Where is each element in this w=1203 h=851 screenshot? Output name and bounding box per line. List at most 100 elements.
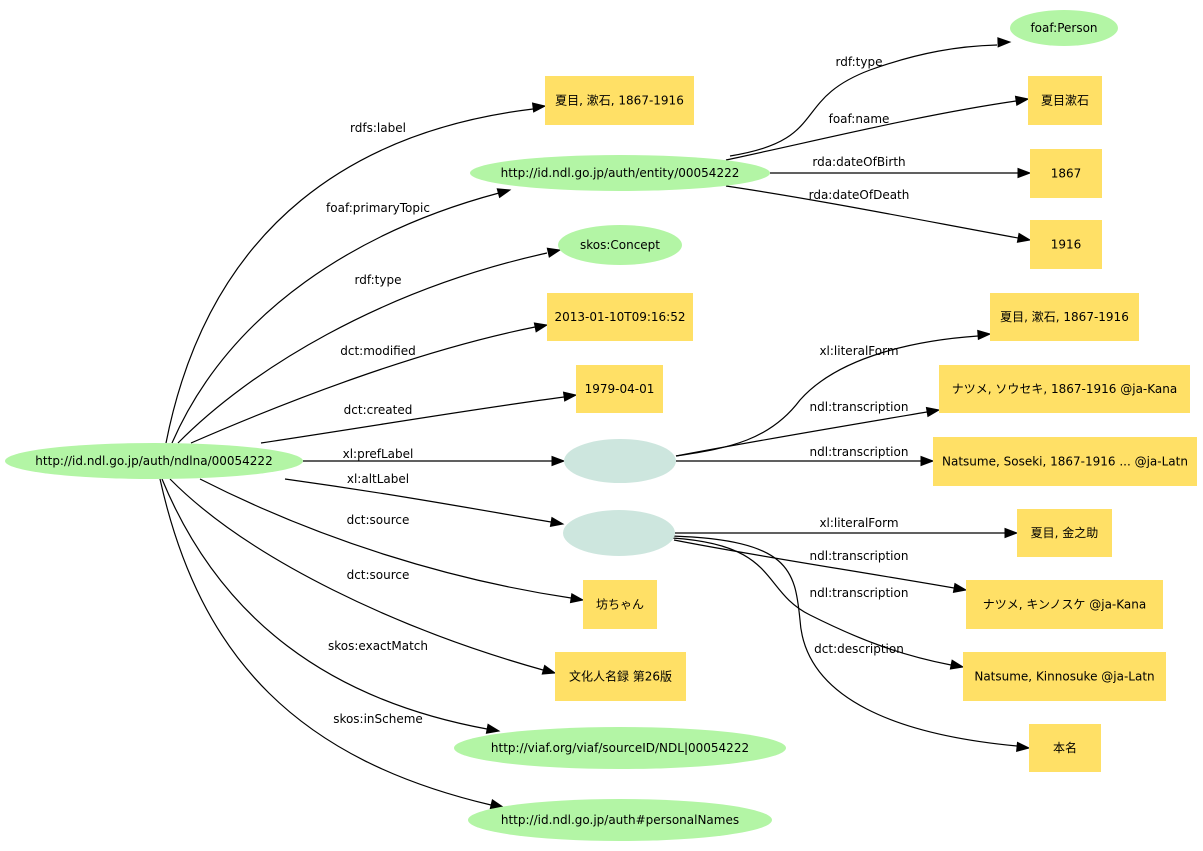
node-label1: 夏目, 漱石, 1867-1916 [545, 76, 694, 125]
arrowhead-icon [1016, 232, 1032, 243]
node-bunka: 文化人名録 第26版 [555, 652, 686, 701]
node-scheme: http://id.ndl.go.jp/auth#personalNames [468, 799, 772, 841]
edge-label: ndl:transcription [810, 445, 909, 459]
edge-line [159, 478, 492, 806]
edge-line [675, 411, 928, 457]
edge-root-to-concept: rdf:type [177, 247, 562, 444]
node-label: http://viaf.org/viaf/sourceID/NDL|000542… [491, 741, 749, 755]
arrowhead-icon [977, 329, 992, 341]
resource-node-shape [5, 443, 303, 479]
edge-pref-to-prefKana: ndl:transcription [675, 400, 941, 457]
edge-line [673, 539, 955, 589]
literal-node-shape [966, 580, 1163, 629]
node-root: http://id.ndl.go.jp/auth/ndlna/00054222 [5, 443, 303, 479]
edge-line [725, 185, 1019, 239]
node-label: 2013-01-10T09:16:52 [555, 310, 686, 324]
node-label: 本名 [1053, 740, 1077, 755]
node-modified: 2013-01-10T09:16:52 [547, 293, 693, 341]
arrowhead-icon [533, 322, 549, 333]
literal-node-shape [547, 293, 693, 341]
edge-alt-to-honmyo: dct:description [671, 535, 1031, 752]
arrowhead-icon [485, 723, 501, 734]
edge-label: foaf:name [829, 112, 890, 126]
edge-root-to-created: dct:created [260, 391, 578, 444]
arrowhead-icon [1016, 741, 1031, 752]
arrowhead-icon [949, 659, 965, 670]
literal-node-shape [1030, 149, 1102, 198]
node-label: 文化人名録 第26版 [569, 669, 672, 684]
nodes-layer: http://id.ndl.go.jp/auth/ndlna/00054222 h… [5, 10, 1197, 841]
node-altLatn: Natsume, Kinnosuke @ja-Latn [963, 652, 1166, 701]
edge-line [671, 537, 952, 666]
arrowhead-icon [1004, 527, 1019, 539]
edge-line [190, 326, 536, 444]
edge-label: rdfs:label [350, 121, 406, 135]
resource-node-shape [470, 155, 770, 191]
literal-node-shape [1030, 220, 1102, 269]
literal-node-shape [1029, 724, 1101, 772]
edges-layer: rdfs:label foaf:primaryTopicrdf:typedct:m… [159, 37, 1032, 810]
node-person: foaf:Person [1010, 10, 1118, 46]
edge-line [165, 108, 534, 444]
node-label: 夏目, 漱石, 1867-1916 [1000, 310, 1129, 324]
edge-label: xl:literalForm [819, 516, 898, 530]
edge-label: dct:source [347, 513, 410, 527]
arrowhead-icon [549, 516, 565, 528]
edge-root-to-bunka: dct:source [169, 478, 557, 675]
node-prefLit: 夏目, 漱石, 1867-1916 [990, 293, 1139, 341]
node-honmyo: 本名 [1029, 724, 1101, 772]
arrowhead-icon [920, 455, 935, 467]
node-pref [564, 439, 676, 483]
arrowhead-icon [551, 455, 566, 467]
node-label: http://id.ndl.go.jp/auth/entity/00054222 [501, 166, 740, 180]
edge-line [199, 478, 572, 599]
resource-node-shape [454, 727, 786, 769]
arrowhead-icon [546, 247, 562, 258]
edge-root-to-viaf: skos:exactMatch [161, 478, 501, 734]
node-label: 夏目, 金之助 [1031, 525, 1099, 540]
arrowhead-icon [569, 592, 585, 604]
arrowhead-icon [541, 664, 557, 675]
edge-line [169, 478, 544, 671]
node-label: skos:Concept [580, 238, 660, 252]
resource-node-shape [468, 799, 772, 841]
edge-pref-to-prefLatn: ndl:transcription [676, 445, 935, 467]
arrowhead-icon [496, 188, 512, 199]
edge-line [725, 100, 1017, 161]
literal-node-shape [1017, 509, 1112, 557]
node-label: http://id.ndl.go.jp/auth#personalNames [501, 813, 739, 827]
edge-root-to-modified: dct:modified [190, 322, 549, 444]
resource-node-shape [1010, 10, 1118, 46]
edge-root-to-label1: rdfs:label [165, 102, 547, 444]
node-viaf: http://viaf.org/viaf/sourceID/NDL|000542… [454, 727, 786, 769]
edge-label: skos:exactMatch [328, 639, 428, 653]
edge-line [284, 478, 552, 523]
literal-node-shape [939, 365, 1190, 413]
node-label: Natsume, Kinnosuke @ja-Latn [974, 670, 1154, 684]
node-label: foaf:Person [1030, 21, 1097, 35]
edge-line [671, 535, 1018, 747]
edge-line [729, 44, 998, 157]
node-altKana: ナツメ, キンノスケ @ja-Kana [966, 580, 1163, 629]
literal-node-shape [963, 652, 1166, 701]
literal-node-shape [990, 293, 1139, 341]
arrowhead-icon [925, 406, 941, 418]
resource-node-shape [558, 225, 682, 265]
edge-line [260, 396, 565, 444]
node-label: 1916 [1051, 238, 1082, 252]
edge-label: xl:literalForm [819, 344, 898, 358]
edge-label: ndl:transcription [810, 549, 909, 563]
node-label: ナツメ, ソウセキ, 1867-1916 @ja-Kana [952, 382, 1177, 396]
edge-entity-to-name: foaf:name [725, 95, 1030, 161]
edge-root-to-scheme: skos:inScheme [159, 478, 505, 810]
edge-label: rda:dateOfDeath [809, 188, 910, 202]
edge-label: dct:description [814, 642, 904, 656]
literal-node-shape [1028, 76, 1102, 125]
literal-node-shape [555, 652, 686, 701]
edge-alt-to-altLatn: ndl:transcription [671, 537, 965, 670]
node-death: 1916 [1030, 220, 1102, 269]
edge-root-to-entity: foaf:primaryTopic [171, 188, 512, 444]
node-name: 夏目漱石 [1028, 76, 1102, 125]
node-prefLatn: Natsume, Soseki, 1867-1916 ... @ja-Latn [933, 437, 1197, 486]
edge-label: ndl:transcription [810, 400, 909, 414]
